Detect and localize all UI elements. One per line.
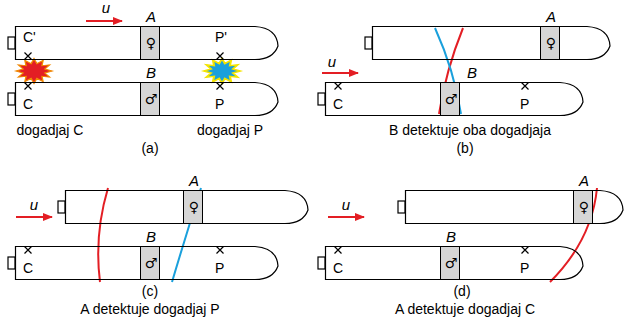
car-floor [406,223,601,224]
observer-symbol: ♂ [445,91,458,107]
observer-label: B [446,229,456,245]
coupler [8,37,15,49]
train-car: A♀ [372,26,611,60]
train-car: C P B♂ [325,82,584,116]
velocity-label: u [30,197,38,213]
observer-label: B [467,65,477,81]
coupler [318,93,325,105]
car-body [373,27,611,60]
velocity-arrow [322,72,358,74]
panel-caption: A detektuje dogadjaj C [395,301,535,317]
car-body [16,83,279,116]
point-label: C [333,96,343,112]
light-front-c [98,188,108,282]
observer-symbol: ♀ [146,35,156,51]
car-floor [16,59,256,60]
observer-compartment: A♀ [573,190,593,224]
point-label: C' [23,29,36,45]
point-label: P [520,96,529,112]
velocity-label: u [328,54,336,70]
train-car: C P B♂ [15,246,279,280]
panel-label: (d) [453,283,470,299]
train-car: A♀ [405,190,624,224]
car-body [406,191,624,224]
observer-label: A [146,9,156,25]
observer-label: B [146,229,156,245]
point-label: P' [215,29,227,45]
point-label: C [333,260,343,276]
train-car: A♀ [65,190,309,224]
light-front-p [435,28,461,114]
point-label: P [215,96,224,112]
coupler [318,257,325,269]
observer-label: B [146,65,156,81]
panel-label: (b) [456,140,473,156]
observer-compartment: A♀ [183,190,203,224]
coupler [8,93,15,105]
velocity-arrow [328,216,364,218]
observer-label: A [546,9,556,25]
car-body [16,247,279,280]
observer-compartment: B♂ [140,246,160,280]
train-car: C' P' A♀ [15,26,279,60]
coupler [365,37,372,49]
observer-symbol: ♂ [445,255,458,271]
panel-caption: A detektuje dogadjaj P [80,301,219,317]
point-label: P [215,260,224,276]
event-caption: dogadjaj P [197,122,263,138]
observer-symbol: ♂ [145,255,158,271]
train-car: C P B♂ [325,246,584,280]
observer-compartment: B♂ [140,82,160,116]
observer-label: A [579,173,589,189]
panel-label: (c) [142,283,158,299]
velocity-arrow [16,216,52,218]
train-car-outline [372,26,613,62]
car-floor [66,223,286,224]
observer-symbol: ♀ [189,199,199,215]
observer-compartment: A♀ [540,26,560,60]
coupler [58,201,65,213]
event-caption: dogadjaj C [17,122,84,138]
train-car: C P B♂ [15,82,279,116]
panel-label: (a) [141,140,158,156]
observer-compartment: A♀ [140,26,160,60]
observer-symbol: ♀ [579,199,589,215]
explosion-p [204,59,240,84]
point-label: C [23,96,33,112]
light-front-c [550,188,597,282]
coupler [398,201,405,213]
panel-caption: B detektuje oba dogadjaja [389,122,551,138]
observer-compartment: B♂ [440,82,460,116]
velocity-label: u [342,197,350,213]
car-body [66,191,309,224]
observer-label: A [189,173,199,189]
observer-symbol: ♂ [145,91,158,107]
car-floor [16,115,256,116]
car-floor [16,279,256,280]
coupler [8,257,15,269]
car-body [16,27,279,60]
observer-symbol: ♀ [546,35,556,51]
car-body [326,83,584,116]
velocity-label: u [102,0,110,16]
point-label: C [23,260,33,276]
observer-compartment: B♂ [440,246,460,280]
explosion-c [16,59,52,84]
velocity-arrow [86,20,122,22]
car-body [326,247,584,280]
point-label: P [520,260,529,276]
